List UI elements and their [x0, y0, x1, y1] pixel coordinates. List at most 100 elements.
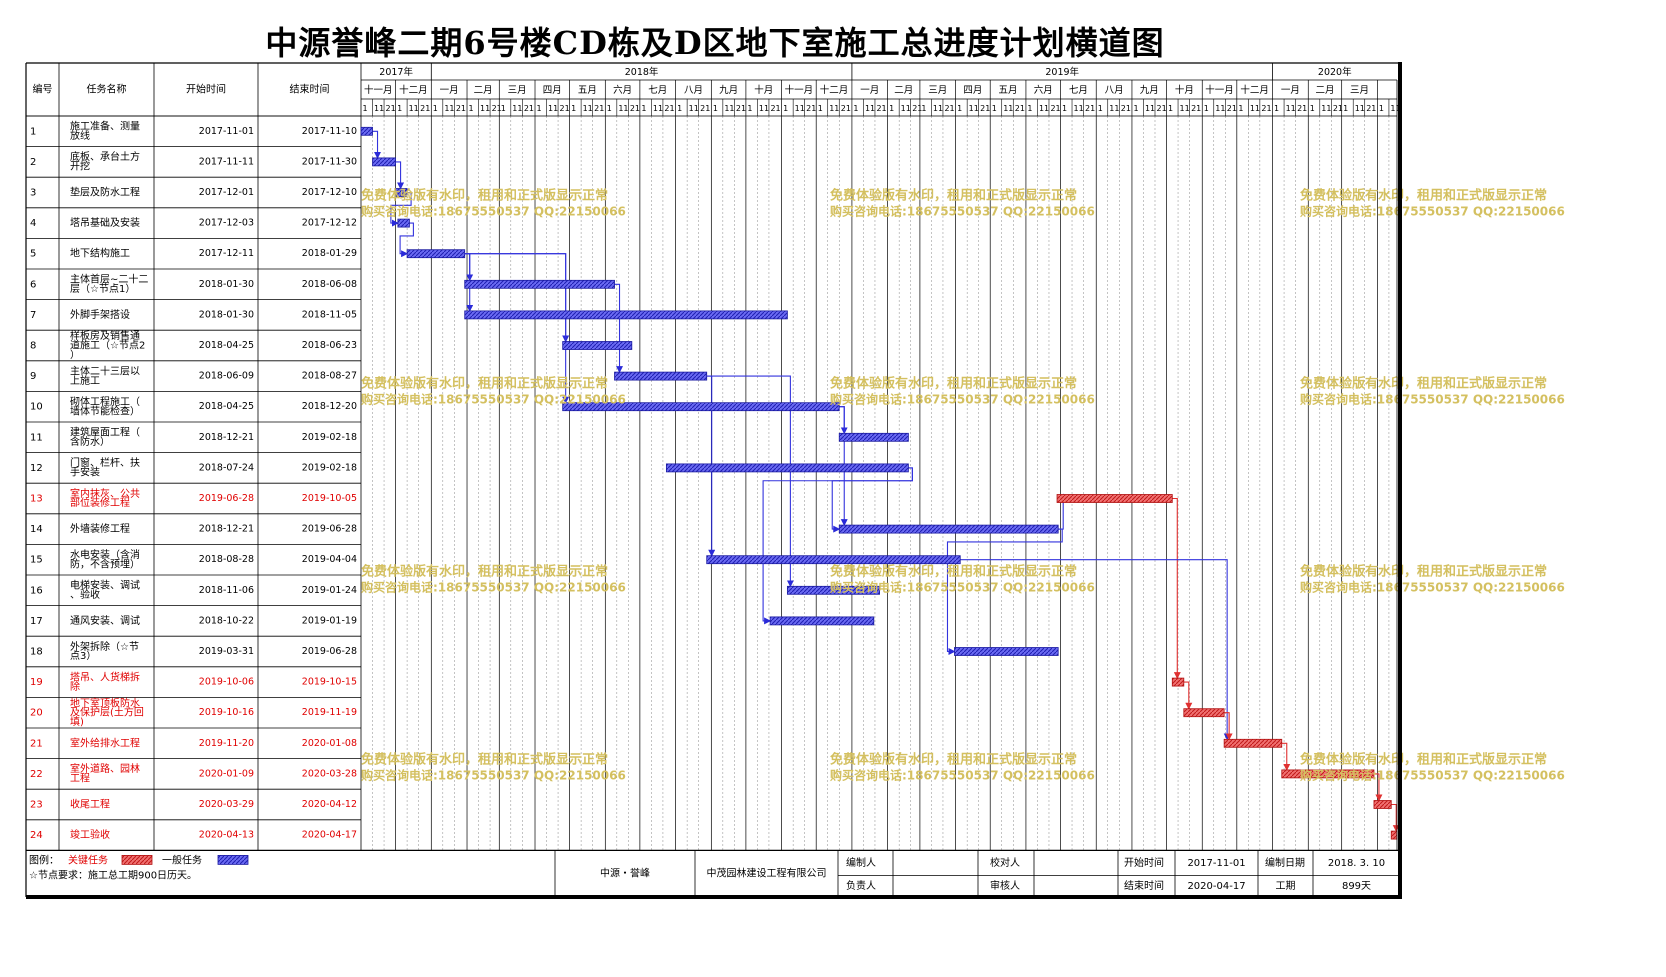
- task-start: 2018-11-06: [199, 585, 254, 596]
- footer-company: 中茂园林建设工程有限公司: [707, 867, 827, 880]
- task-id: 4: [30, 218, 36, 229]
- header-name: 任务名称: [87, 83, 127, 96]
- task-end: 2019-10-15: [302, 677, 357, 688]
- task-start: 2019-10-06: [199, 677, 254, 688]
- task-name-line: 墙体节能检查）: [70, 404, 140, 417]
- day-label: 11: [480, 104, 490, 113]
- task-bar: [1171, 677, 1185, 687]
- task-id: 6: [30, 279, 36, 290]
- month-label: 一月: [860, 85, 879, 96]
- task-name: 竣工验收: [70, 828, 110, 841]
- task-name-line: 开挖: [70, 160, 90, 173]
- day-label: 21: [1121, 104, 1131, 113]
- month-label: 三月: [928, 85, 947, 96]
- task-end: 2020-04-12: [302, 799, 357, 810]
- task-bar: [665, 463, 909, 473]
- task-start: 2018-07-24: [199, 462, 254, 473]
- day-label: 11: [1039, 104, 1049, 113]
- task-name-line: 建筑屋面工程（: [70, 426, 140, 439]
- task-start: 2018-10-22: [199, 615, 254, 626]
- watermark-text: 购买咨询电话:18675550537 QQ:22150066: [361, 204, 626, 219]
- task-name: 地下室顶板防水及保护层(土方回填): [70, 696, 144, 728]
- task-start: 2018-06-09: [199, 371, 254, 382]
- watermark-text: 购买咨询电话:18675550537 QQ:22150066: [1300, 204, 1565, 219]
- day-label: 11: [795, 104, 805, 113]
- day-label: 21: [664, 104, 674, 113]
- task-name-line: 水电安装（含消: [70, 548, 140, 561]
- task-start: 2017-12-01: [199, 187, 254, 198]
- day-label: 1: [1098, 104, 1103, 113]
- day-label: 1: [641, 104, 646, 113]
- task-end: 2019-06-28: [302, 646, 357, 657]
- month-label: 十二月: [820, 84, 849, 96]
- task-end: 2019-04-04: [302, 554, 357, 565]
- task-name: 底板、承台土方开挖: [70, 150, 140, 172]
- task-bar: [954, 647, 1059, 656]
- day-label: 11: [444, 104, 454, 113]
- watermark-text: 免费体验版有水印，租用和正式版显示正常: [361, 564, 608, 580]
- year-label: 2019年: [1045, 66, 1079, 78]
- watermark-text: 购买咨询电话:18675550537 QQ:22150066: [361, 392, 626, 407]
- month-label: 十一月: [785, 84, 814, 96]
- task-start: 2018-08-28: [199, 554, 254, 565]
- task-bar: [1056, 494, 1173, 503]
- day-label: 21: [1015, 104, 1025, 113]
- day-label: 11: [1215, 104, 1225, 113]
- dependency-link: [762, 467, 913, 625]
- watermark-text: 免费体验版有水印，租用和正式版显示正常: [1300, 564, 1547, 580]
- month-label: 十一月: [364, 84, 393, 96]
- month-label: 十月: [754, 84, 773, 96]
- task-start: 2018-01-30: [199, 279, 254, 290]
- task-name-line: 外脚手架搭设: [70, 308, 130, 321]
- task-name: 砌体工程施工（墙体节能检查）: [70, 395, 140, 417]
- start-time-value: 2017-11-01: [1187, 858, 1245, 869]
- day-label: 11: [618, 104, 628, 113]
- task-name-line: 外架拆除（☆节: [70, 640, 139, 653]
- day-label: 1: [1168, 104, 1173, 113]
- task-end: 2019-02-18: [302, 462, 357, 473]
- month-label: 一月: [440, 85, 459, 96]
- task-end: 2019-01-19: [302, 615, 357, 626]
- legend-note: ☆节点要求：施工总工期900日历天。: [29, 868, 197, 881]
- task-bar: [1223, 738, 1283, 748]
- day-label: 21: [420, 104, 430, 113]
- header-no: 编号: [33, 83, 53, 96]
- task-bar: [769, 616, 875, 626]
- task-end: 2020-04-17: [302, 830, 357, 841]
- day-label: 21: [700, 104, 710, 113]
- month-label: 六月: [613, 84, 632, 96]
- task-name-line: 通风安装、调试: [70, 614, 140, 627]
- task-name-line: 室内抹灰、公共: [70, 487, 140, 500]
- day-label: 1: [1204, 104, 1209, 113]
- day-label: 21: [1156, 104, 1166, 113]
- day-label: 11: [653, 104, 663, 113]
- year-label: 2017年: [379, 66, 413, 78]
- task-bar: [360, 126, 373, 136]
- task-name-line: 施工准备、测量: [70, 120, 140, 133]
- day-label: 11: [1180, 104, 1190, 113]
- day-label: 21: [1191, 104, 1201, 113]
- day-label: 11: [969, 104, 979, 113]
- month-label: 九月: [1140, 84, 1159, 96]
- day-label: 21: [912, 104, 922, 113]
- watermark-text: 免费体验版有水印，租用和正式版显示正常: [830, 752, 1077, 768]
- day-label: 21: [1227, 104, 1237, 113]
- month-label: 五月: [578, 85, 597, 96]
- task-id: 7: [30, 310, 36, 321]
- task-bar: [1373, 800, 1392, 809]
- checker-label: 校对人: [990, 856, 1020, 869]
- day-label: 11: [583, 104, 593, 113]
- day-label: 21: [1261, 104, 1271, 113]
- task-start: 2018-04-25: [199, 401, 254, 412]
- task-start: 2020-03-29: [199, 799, 254, 810]
- task-bar: [706, 555, 961, 565]
- task-start: 2017-11-01: [199, 126, 254, 137]
- watermark-text: 免费体验版有水印，租用和正式版显示正常: [361, 188, 608, 204]
- task-name-line: 砌体工程施工（: [70, 395, 140, 408]
- task-name-line: 手安装: [70, 466, 100, 479]
- day-label: 1: [1379, 104, 1384, 113]
- day-label: 21: [1366, 104, 1376, 113]
- day-label: 11: [689, 104, 699, 113]
- day-label: 1: [853, 104, 858, 113]
